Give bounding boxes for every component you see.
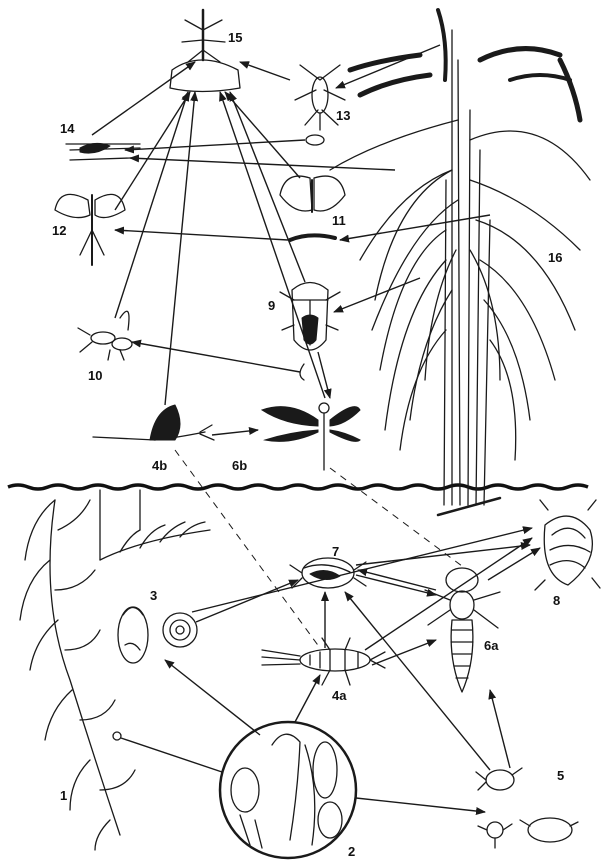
water-surface-line [8, 485, 588, 489]
label-7: 7 [332, 544, 339, 559]
water-beetle-illustration [290, 558, 366, 588]
water-bug-illustration [535, 500, 600, 590]
label-10: 10 [88, 368, 102, 383]
label-16: 16 [548, 250, 562, 265]
label-15: 15 [228, 30, 242, 45]
adult-mayfly-illustration [93, 405, 214, 440]
damselfly-illustration [66, 143, 140, 160]
snail-illustration [118, 607, 197, 663]
adult-dragonfly-illustration [262, 403, 360, 470]
aquatic-plant-illustration [20, 490, 210, 850]
spider-illustration [170, 10, 240, 92]
label-6b: 6b [232, 458, 247, 473]
wasp-small-illustration [78, 311, 304, 380]
label-3: 3 [150, 588, 157, 603]
label-11: 11 [332, 213, 346, 228]
mayfly-nymph-illustration [262, 638, 385, 685]
label-14: 14 [60, 121, 75, 136]
label-4b: 4b [152, 458, 167, 473]
label-4a: 4a [332, 688, 347, 703]
label-13: 13 [336, 108, 350, 123]
label-1: 1 [60, 788, 67, 803]
microorganism-illustration [220, 722, 356, 858]
label-5: 5 [557, 768, 564, 783]
dragonfly-nymph-illustration [425, 568, 500, 692]
diagram-labels: 1 2 3 4a 4b 5 6a 6b 7 8 9 10 11 12 13 14… [52, 30, 564, 859]
label-8: 8 [553, 593, 560, 608]
label-12: 12 [52, 223, 66, 238]
label-6a: 6a [484, 638, 499, 653]
label-2: 2 [348, 844, 355, 859]
label-9: 9 [268, 298, 275, 313]
